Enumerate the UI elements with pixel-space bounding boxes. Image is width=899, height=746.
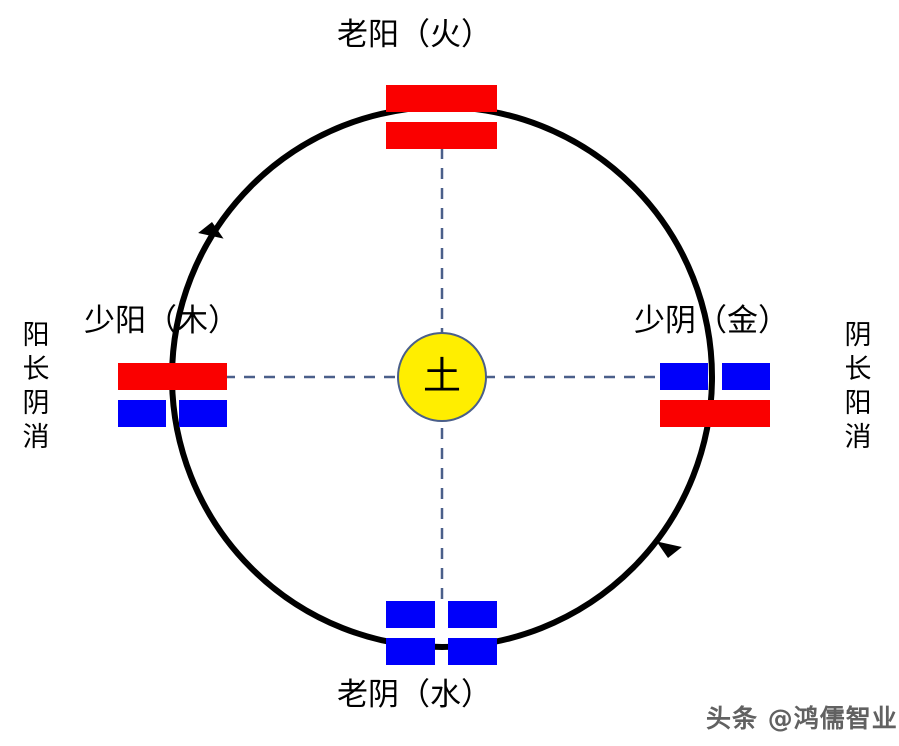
yin-line-segment-right — [721, 363, 770, 390]
trigram-symbol-right — [660, 363, 770, 427]
yin-line-segment-left — [386, 638, 435, 665]
side-text-left-char-3: 阴 — [22, 388, 50, 418]
symbol-line-lower — [386, 122, 497, 149]
side-text-right-char-2: 长 — [844, 354, 872, 384]
arrow-head-lower-right — [656, 541, 682, 558]
node-label-right: 少阴（金） — [634, 303, 789, 338]
symbol-line-upper — [118, 363, 227, 390]
side-text-left-char-4: 消 — [22, 422, 50, 452]
yin-line-segment-left — [660, 363, 709, 390]
side-text-left-char-1: 阳 — [22, 320, 50, 350]
yin-line-segment-right — [448, 601, 497, 628]
trigram-symbol-top — [386, 85, 497, 149]
yin-line-segment-right — [448, 638, 497, 665]
trigram-symbol-left — [118, 363, 227, 427]
side-text-right: 阴 长 阳 消 — [842, 318, 874, 454]
side-text-left-char-2: 长 — [22, 354, 50, 384]
node-label-top: 老阳（火） — [337, 17, 492, 52]
symbol-line-lower — [660, 400, 770, 427]
yang-line-segment — [386, 85, 497, 112]
symbol-line-lower — [118, 400, 227, 427]
side-text-left: 阳 长 阴 消 — [20, 318, 52, 454]
yang-line-segment — [118, 363, 227, 390]
arrow-head-upper-left — [198, 222, 224, 239]
side-text-right-char-3: 阳 — [844, 388, 872, 418]
watermark-text: 头条 @鸿儒智业 — [706, 704, 898, 733]
side-text-right-char-4: 消 — [844, 422, 872, 452]
symbol-line-lower — [386, 638, 497, 665]
yin-line-segment-left — [118, 400, 166, 427]
symbol-line-upper — [386, 601, 497, 628]
yang-line-segment — [660, 400, 770, 427]
earth-glyph: 土 — [422, 356, 461, 398]
symbol-line-upper — [660, 363, 770, 390]
yang-line-segment — [386, 122, 497, 149]
symbol-line-upper — [386, 85, 497, 112]
node-label-left: 少阳（木） — [84, 303, 239, 338]
center-earth-node: 土 — [397, 332, 487, 422]
side-text-right-char-1: 阴 — [844, 320, 872, 350]
yin-line-segment-right — [179, 400, 227, 427]
yin-line-segment-left — [386, 601, 435, 628]
trigram-symbol-bottom — [386, 601, 497, 665]
node-label-bottom: 老阴（水） — [337, 677, 492, 712]
